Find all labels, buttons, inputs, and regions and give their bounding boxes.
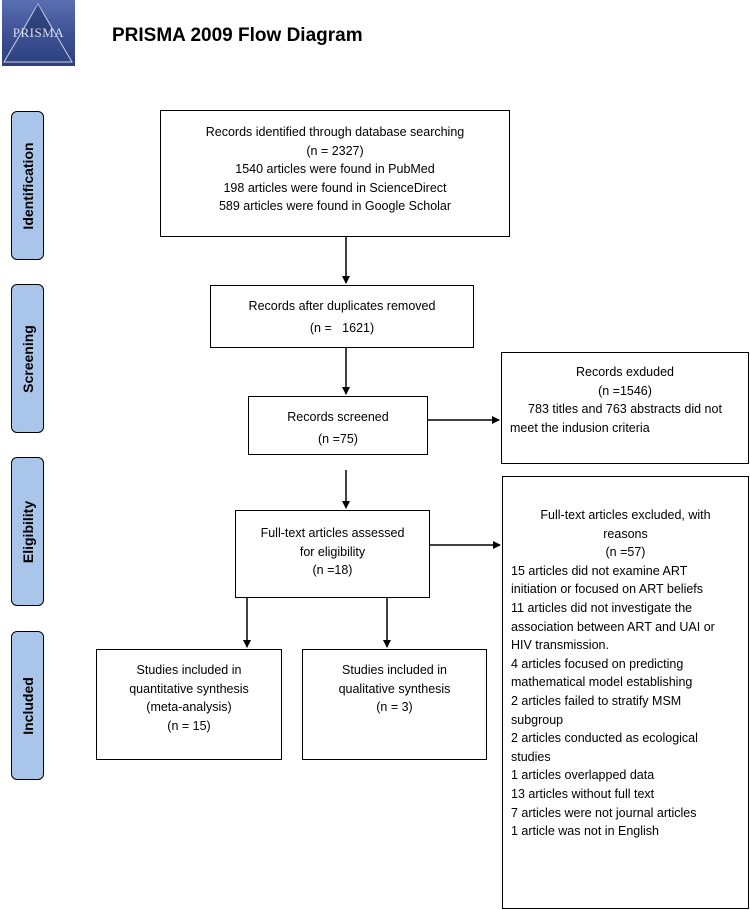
qualitative-synthesis-box: Studies included in qualitative synthesi… (302, 649, 487, 760)
box-line: (n =1546) (598, 383, 652, 398)
reason-line: 4 articles focused on predicting (511, 656, 684, 671)
box-line: for eligibility (299, 544, 366, 559)
fulltext-assessed-box: Full-text articles assessed for eligibil… (235, 510, 430, 598)
reason-line: association between ART and UAI or (511, 619, 715, 634)
reason-line: mathematical model establishing (511, 675, 693, 690)
reason-line: subgroup (511, 712, 564, 727)
stage-screening: Screening (11, 284, 44, 433)
box-line: Full-text articles assessed (260, 526, 405, 540)
stage-eligibility: Eligibility (11, 457, 44, 606)
box-line: (meta-analysis) (146, 700, 232, 715)
quantitative-synthesis-box: Studies included in quantitative synthes… (96, 649, 282, 760)
box-line: (n =18) (312, 563, 353, 578)
box-line: Records after duplicates removed (248, 299, 436, 313)
stage-identification: Identification (11, 111, 44, 260)
reason-line: 7 articles were not journal articles (511, 805, 697, 820)
reason-line: studies (511, 749, 551, 764)
reason-line: 1 article was not in English (511, 824, 659, 839)
box-line: reasons (603, 526, 648, 541)
box-line: 783 titles and 763 abstracts did not (528, 402, 722, 417)
reason-line: 1 articles overlapped data (511, 768, 655, 783)
fulltext-excluded-box: Full-text articles excluded, with reason… (502, 476, 749, 909)
box-line: Records exduded (576, 365, 674, 379)
records-screened-box: Records screened (n =75) (248, 396, 428, 455)
reason-line: 15 articles did not examine ART (511, 563, 688, 578)
reason-line: 2 articles conducted as ecological (511, 731, 698, 746)
reason-line: initiation or focused on ART beliefs (511, 582, 704, 597)
box-line: Studies included in (136, 663, 242, 677)
box-line: Records identified through database sear… (205, 125, 465, 139)
stage-included: Included (11, 631, 44, 780)
box-line: Full-text articles excluded, with (540, 508, 711, 522)
reason-line: HIV transmission. (511, 638, 609, 653)
reason-line: 13 articles without full text (511, 786, 655, 801)
records-excluded-box: Records exduded (n =1546) 783 titles and… (501, 352, 749, 464)
box-line: (n =57) (605, 545, 646, 560)
box-line: Studies included in (342, 663, 447, 677)
reason-line: 2 articles failed to stratify MSM (511, 693, 682, 708)
box-line: (n = 2327) (306, 143, 364, 158)
box-line: (n = 15) (167, 718, 211, 733)
prisma-logo: PRISMA (2, 0, 75, 66)
box-line: 198 articles were found in ScienceDirect (223, 180, 447, 195)
reason-line: 11 articles did not investigate the (511, 600, 693, 615)
box-line: (n = 3) (376, 700, 413, 715)
duplicates-removed-box: Records after duplicates removed (n = 16… (210, 285, 474, 348)
box-line: 589 articles were found in Google Schola… (218, 199, 452, 214)
page-title: PRISMA 2009 Flow Diagram (112, 25, 363, 46)
box-line: quantitative synthesis (129, 681, 249, 696)
records-identified-box: Records identified through database sear… (160, 110, 510, 237)
box-line: (n =75) (318, 431, 358, 446)
logo-text: PRISMA (12, 25, 65, 40)
logo-triangle-icon (3, 3, 73, 63)
box-line: Records screened (287, 410, 389, 424)
box-line: (n = 1621) (309, 320, 375, 335)
box-line: qualitative synthesis (338, 681, 451, 696)
box-line: 1540 articles were found in PubMed (235, 162, 435, 177)
box-line: meet the indusion criteria (510, 420, 650, 435)
